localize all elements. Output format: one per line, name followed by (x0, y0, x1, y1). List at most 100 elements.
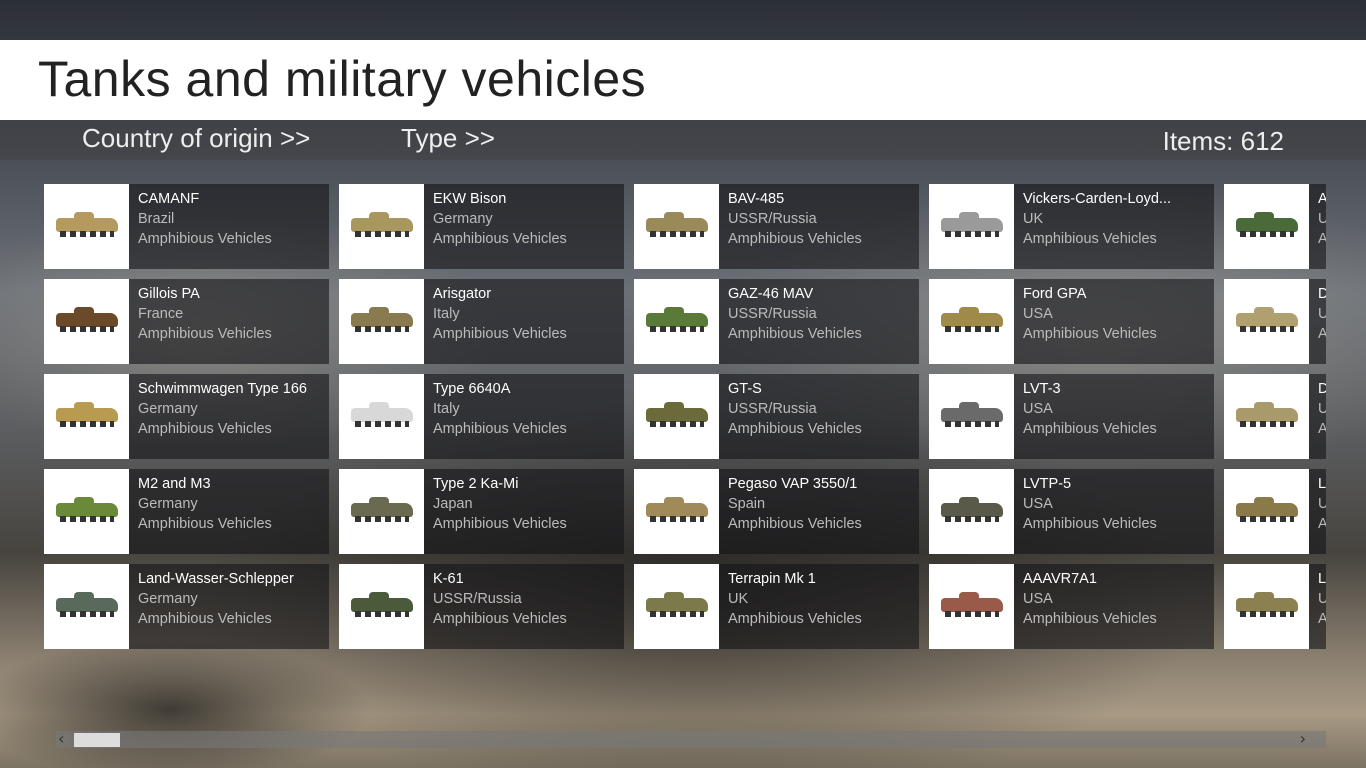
vehicle-tile[interactable]: Ford GPA USA Amphibious Vehicles (929, 279, 1214, 364)
vehicle-type: A (1318, 326, 1326, 342)
vehicle-type: Amphibious Vehicles (433, 231, 567, 247)
vehicle-country: Spain (728, 496, 766, 512)
vehicle-type: Amphibious Vehicles (728, 421, 862, 437)
page-title: Tanks and military vehicles (38, 51, 647, 107)
scroll-right-icon[interactable]: › (1299, 729, 1306, 748)
vehicle-country: U (1318, 401, 1326, 417)
vehicle-type: Amphibious Vehicles (433, 611, 567, 627)
vehicle-type: A (1318, 611, 1326, 627)
scrollbar-thumb[interactable] (74, 733, 120, 747)
filter-bar: Country of origin >> Type >> Items: 612 (0, 120, 1366, 160)
vehicle-type: Amphibious Vehicles (728, 611, 862, 627)
vehicle-country: USA (1023, 496, 1053, 512)
vehicle-name: BAV-485 (728, 191, 785, 207)
vehicle-type: Amphibious Vehicles (138, 326, 272, 342)
vehicle-image (1224, 564, 1309, 649)
vehicle-country: U (1318, 591, 1326, 607)
vehicle-country: U (1318, 306, 1326, 322)
horizontal-scrollbar[interactable]: ‹ › (56, 729, 1326, 748)
vehicle-name: L (1318, 476, 1326, 492)
vehicle-country: Germany (138, 401, 198, 417)
vehicle-type: Amphibious Vehicles (1023, 231, 1157, 247)
vehicle-type: Amphibious Vehicles (433, 516, 567, 532)
vehicle-country: Germany (138, 496, 198, 512)
vehicle-type: Amphibious Vehicles (1023, 516, 1157, 532)
vehicle-name: GT-S (728, 381, 762, 397)
vehicle-country: USSR/Russia (433, 591, 522, 607)
vehicle-name: Ford GPA (1023, 286, 1087, 302)
vehicle-name: D (1318, 286, 1326, 302)
country-filter-link[interactable]: Country of origin >> (82, 123, 311, 153)
vehicle-image (1224, 374, 1309, 459)
vehicle-image (929, 469, 1014, 554)
vehicle-name: L (1318, 571, 1326, 587)
vehicle-country: USSR/Russia (728, 211, 817, 227)
vehicle-image (634, 279, 719, 364)
vehicle-name: Type 6640A (433, 381, 511, 397)
scroll-left-icon[interactable]: ‹ (58, 729, 65, 748)
vehicle-name: A (1318, 191, 1326, 207)
vehicle-image (929, 374, 1014, 459)
vehicle-image (634, 564, 719, 649)
vehicle-country: UK (1023, 211, 1044, 227)
vehicle-country: Italy (433, 401, 460, 417)
vehicle-name: EKW Bison (433, 191, 507, 207)
vehicle-image (1224, 279, 1309, 364)
vehicle-country: U (1318, 211, 1326, 227)
vehicle-type: Amphibious Vehicles (1023, 611, 1157, 627)
vehicle-name: K-61 (433, 571, 464, 587)
vehicle-image (339, 184, 424, 269)
vehicle-image (1224, 184, 1309, 269)
vehicle-image (634, 184, 719, 269)
vehicle-type: A (1318, 516, 1326, 532)
vehicle-country: U (1318, 496, 1326, 512)
vehicle-type: Amphibious Vehicles (728, 516, 862, 532)
type-filter-link[interactable]: Type >> (401, 123, 495, 153)
vehicle-image (44, 184, 129, 269)
vehicle-country: USA (1023, 306, 1053, 322)
vehicle-name: GAZ-46 MAV (728, 286, 814, 302)
vehicle-country: USA (1023, 591, 1053, 607)
vehicle-type: Amphibious Vehicles (1023, 326, 1157, 342)
vehicle-type: Amphibious Vehicles (433, 326, 567, 342)
vehicle-image (929, 184, 1014, 269)
vehicle-name: LVT-3 (1023, 381, 1061, 397)
vehicle-image (634, 374, 719, 459)
